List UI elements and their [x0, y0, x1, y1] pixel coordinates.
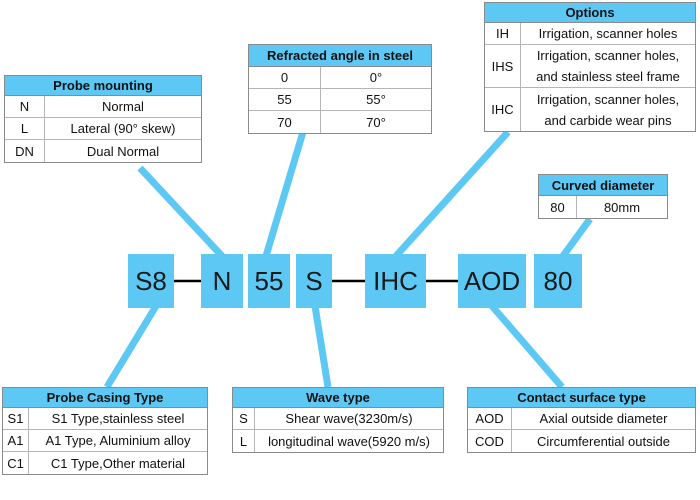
desc-cell: Irrigation, scanner holes, and carbide w… [521, 88, 695, 131]
desc-cell: Axial outside diameter [539, 411, 668, 426]
desc-cell: 55° [366, 92, 386, 107]
code-cell: C1 [3, 452, 29, 474]
table-row: 80 80mm [539, 196, 667, 218]
code-cell: N [5, 96, 45, 117]
desc-cell: Irrigation, scanner holes, and stainless… [521, 45, 695, 87]
table-row: IHS Irrigation, scanner holes, and stain… [485, 45, 695, 88]
probe-casing-table: Probe Casing Type S1 S1 Type,stainless s… [2, 387, 208, 475]
table-row: 0 0° [249, 67, 431, 89]
desc-line: and carbide wear pins [544, 112, 672, 128]
table-row: S Shear wave(3230m/s) [233, 408, 443, 430]
code-cell: COD [468, 430, 512, 452]
probe-mounting-table: Probe mounting N Normal L Lateral (90° s… [4, 75, 202, 163]
code-box-surface: AOD [458, 254, 526, 308]
desc-cell: Lateral (90° skew) [70, 121, 176, 136]
desc-cell: Irrigation, scanner holes [521, 23, 695, 44]
contact-surface-table: Contact surface type AOD Axial outside d… [467, 387, 696, 453]
desc-cell: longitudinal wave(5920 m/s) [268, 433, 430, 449]
options-table: Options IH Irrigation, scanner holes IHS… [484, 2, 696, 132]
table-row: DN Dual Normal [5, 140, 201, 162]
connector-diameter [560, 216, 593, 259]
refracted-angle-title: Refracted angle in steel [249, 45, 431, 67]
connector-surface [489, 303, 565, 390]
code-cell: IHC [485, 88, 521, 131]
options-title: Options [485, 3, 695, 23]
code-cell: L [5, 118, 45, 139]
code-cell: 80 [539, 196, 577, 218]
desc-cell: S1 Type,stainless steel [51, 411, 185, 426]
desc-cell: Shear wave(3230m/s) [285, 411, 413, 426]
table-row: L Lateral (90° skew) [5, 118, 201, 140]
curved-diameter-table: Curved diameter 80 80mm [538, 174, 668, 219]
desc-line: and stainless steel frame [536, 69, 680, 84]
code-box-options: IHC [365, 254, 426, 308]
code-cell: A1 [3, 430, 29, 451]
curved-diameter-title: Curved diameter [539, 175, 667, 196]
code-cell: S1 [3, 408, 29, 429]
desc-cell: Normal [102, 99, 144, 114]
connector-casing [104, 304, 159, 389]
table-row: IHC Irrigation, scanner holes, and carbi… [485, 88, 695, 131]
code-cell: L [233, 430, 255, 452]
table-row: COD Circumferential outside [468, 430, 695, 452]
desc-line: Irrigation, scanner holes, [536, 48, 680, 63]
code-cell: IHS [485, 45, 521, 87]
desc-cell: A1 Type, Aluminium alloy [45, 433, 191, 448]
connector-options [393, 129, 511, 259]
contact-surface-title: Contact surface type [468, 388, 695, 408]
code-cell: 0 [249, 67, 321, 88]
probe-casing-title: Probe Casing Type [3, 388, 207, 408]
desc-cell: Dual Normal [86, 143, 160, 159]
connector-wave [311, 305, 332, 388]
code-cell: AOD [468, 408, 512, 429]
code-box-angle: 55 [248, 254, 290, 308]
desc-line: Irrigation, scanner holes [538, 26, 678, 41]
table-row: 55 55° [249, 89, 431, 111]
code-cell: DN [5, 140, 45, 162]
wave-type-title: Wave type [233, 388, 443, 408]
code-box-mounting: N [201, 254, 243, 308]
table-row: AOD Axial outside diameter [468, 408, 695, 430]
table-row: S1 S1 Type,stainless steel [3, 408, 207, 430]
wave-type-table: Wave type S Shear wave(3230m/s) L longit… [232, 387, 444, 453]
code-cell: 55 [249, 89, 321, 110]
table-row: N Normal [5, 96, 201, 118]
code-cell: S [233, 408, 255, 429]
desc-cell: 70° [366, 114, 386, 130]
probe-mounting-title: Probe mounting [5, 76, 201, 96]
table-row: L longitudinal wave(5920 m/s) [233, 430, 443, 452]
table-row: 70 70° [249, 111, 431, 133]
desc-line: Irrigation, scanner holes, [536, 91, 680, 107]
code-cell: 70 [249, 111, 321, 133]
connector-mounting [137, 165, 225, 259]
desc-cell: 0° [369, 70, 383, 85]
desc-cell: Circumferential outside [537, 433, 670, 449]
connector-angle [262, 130, 307, 258]
table-row: C1 C1 Type,Other material [3, 452, 207, 474]
code-box-diameter: 80 [534, 254, 582, 308]
code-box-casing: S8 [128, 254, 174, 308]
refracted-angle-table: Refracted angle in steel 0 0° 55 55° 70 … [248, 44, 432, 134]
code-box-wave: S [296, 254, 332, 308]
code-cell: IH [485, 23, 521, 44]
table-row: A1 A1 Type, Aluminium alloy [3, 430, 207, 452]
desc-cell: 80mm [603, 199, 641, 215]
table-row: IH Irrigation, scanner holes [485, 23, 695, 45]
desc-cell: C1 Type,Other material [50, 455, 186, 471]
